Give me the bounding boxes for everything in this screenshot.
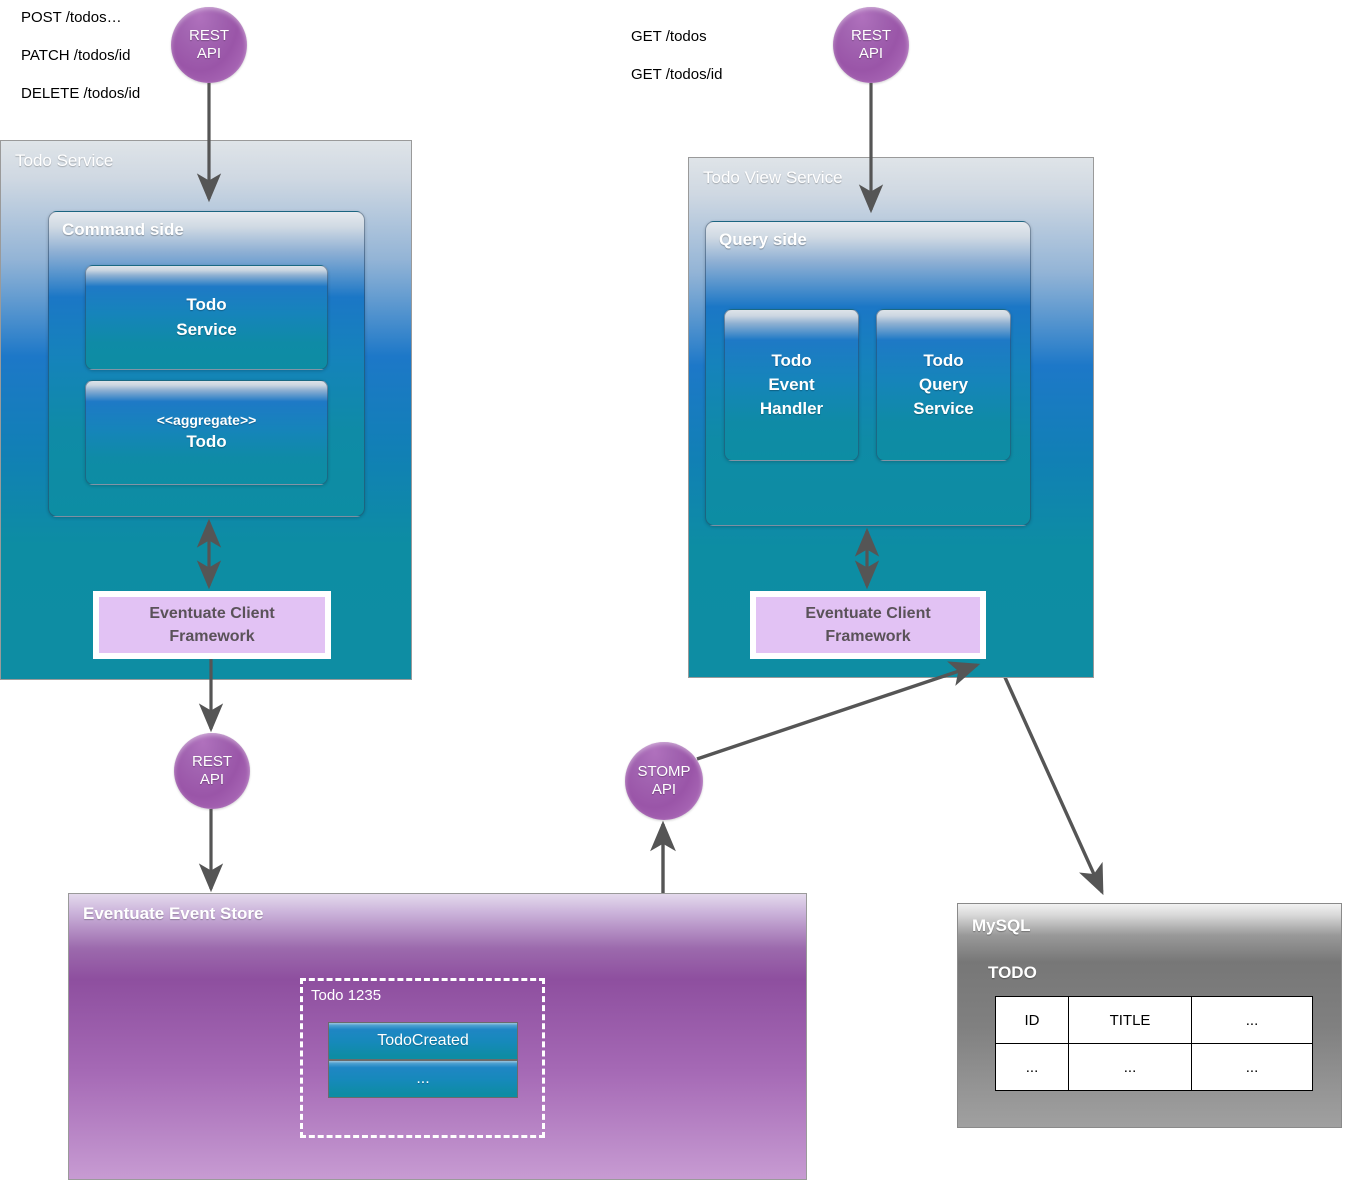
component-stereotype: <<aggregate>> (156, 411, 257, 428)
mysql-title: MySQL (972, 916, 1031, 935)
api-label-line1: STOMP (637, 763, 691, 781)
table-header-row: ID TITLE ... (995, 996, 1313, 1044)
eventuate-line-1: Eventuate Client (805, 604, 931, 622)
eventuate-client-framework-command[interactable]: Eventuate Client Framework (93, 591, 331, 659)
query-endpoint-list: GET /todos GET /todos/id (631, 29, 722, 105)
api-label-line1: REST (188, 27, 229, 45)
todo-table-name: TODO (988, 963, 1037, 982)
api-label-line2: API (858, 45, 884, 62)
event-name: ... (416, 1070, 430, 1087)
table-header-cell: ... (1191, 996, 1313, 1044)
table-cell: ... (995, 1043, 1069, 1091)
query-side-title: Query side (719, 230, 807, 249)
component-line-2: Event (768, 374, 815, 394)
table-cell: ... (1068, 1043, 1192, 1091)
component-todo-service[interactable]: Todo Service (85, 265, 328, 370)
stomp-api-circle[interactable]: STOMP API (625, 742, 703, 820)
endpoint-item: GET /todos (631, 28, 707, 45)
endpoint-item: PATCH /todos/id (21, 47, 131, 64)
event-row[interactable]: ... (328, 1060, 518, 1098)
rest-api-circle-event-store[interactable]: REST API (174, 733, 250, 809)
component-todo-query-service[interactable]: Todo Query Service (876, 309, 1011, 461)
event-name: TodoCreated (377, 1032, 469, 1049)
aggregate-group-todo-1235: Todo 1235 (300, 978, 545, 1138)
command-endpoint-list: POST /todos… PATCH /todos/id DELETE /tod… (21, 10, 140, 124)
endpoint-item: DELETE /todos/id (21, 85, 141, 102)
event-store-title: Eventuate Event Store (83, 904, 264, 923)
table-header-cell: ID (995, 996, 1069, 1044)
eventuate-line-1: Eventuate Client (149, 604, 275, 622)
todo-view-service-title: Todo View Service (703, 168, 843, 187)
api-label-line1: REST (850, 27, 891, 45)
api-label-line2: API (196, 45, 222, 62)
rest-api-circle-command[interactable]: REST API (171, 7, 247, 83)
component-todo-event-handler[interactable]: Todo Event Handler (724, 309, 859, 461)
command-side-title: Command side (62, 220, 184, 239)
component-line-1: Todo (186, 295, 227, 315)
todo-table: ID TITLE ... ... ... ... (995, 996, 1313, 1091)
rest-api-circle-query[interactable]: REST API (833, 7, 909, 83)
eventuate-client-framework-query[interactable]: Eventuate Client Framework (750, 591, 986, 659)
component-line-3: Service (913, 399, 974, 419)
component-line-2: Todo (186, 432, 227, 452)
table-row: ... ... ... (995, 1043, 1313, 1091)
eventuate-line-2: Framework (825, 628, 911, 645)
component-line-2: Service (176, 319, 237, 339)
api-label-line1: REST (191, 753, 232, 771)
component-line-2: Query (918, 374, 969, 394)
todo-service-title: Todo Service (15, 151, 114, 170)
api-label-line2: API (651, 781, 677, 798)
arrow-stomp-api-to-eventuate (696, 661, 981, 761)
component-todo-aggregate[interactable]: <<aggregate>> Todo (85, 380, 328, 485)
endpoint-item: GET /todos/id (631, 66, 723, 83)
component-line-3: Handler (759, 399, 824, 419)
table-cell: ... (1191, 1043, 1313, 1091)
api-label-line2: API (199, 771, 225, 788)
aggregate-group-title: Todo 1235 (311, 987, 382, 1004)
component-line-1: Todo (771, 350, 812, 370)
table-header-cell: TITLE (1068, 996, 1192, 1044)
event-row[interactable]: TodoCreated (328, 1022, 518, 1060)
eventuate-line-2: Framework (169, 628, 255, 645)
endpoint-item: POST /todos… (21, 9, 122, 26)
component-line-1: Todo (923, 350, 964, 370)
